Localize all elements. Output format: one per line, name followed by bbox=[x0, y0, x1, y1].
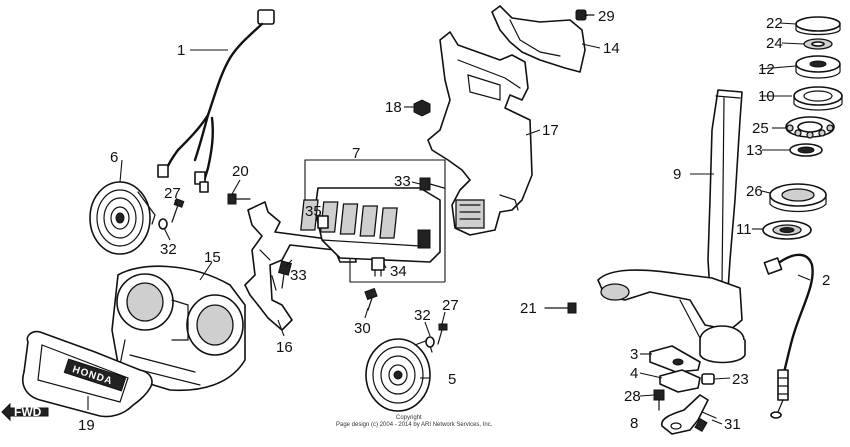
bolt-28[interactable] bbox=[653, 389, 665, 411]
forward-arrow-icon: FWD bbox=[1, 402, 49, 422]
copyright-line2: Page design (c) 2004 - 2014 by ARI Netwo… bbox=[336, 422, 493, 428]
horn-left-part[interactable] bbox=[89, 181, 156, 255]
headlight-case-part[interactable] bbox=[111, 265, 246, 392]
copyright-line1: Copyright bbox=[396, 415, 422, 421]
callout-10[interactable]: 10 bbox=[758, 88, 775, 105]
collar-23-part[interactable] bbox=[701, 373, 715, 385]
callout-18[interactable]: 18 bbox=[385, 99, 402, 116]
cover-14-part[interactable] bbox=[491, 5, 586, 73]
callout-28[interactable]: 28 bbox=[624, 388, 641, 405]
seal-11-part[interactable] bbox=[762, 220, 812, 240]
callout-19[interactable]: 19 bbox=[78, 417, 95, 434]
callout-24[interactable]: 24 bbox=[766, 35, 783, 52]
screw-29[interactable] bbox=[575, 9, 595, 21]
emblem-cover-part[interactable]: HONDA bbox=[22, 330, 153, 418]
callout-3[interactable]: 3 bbox=[630, 346, 638, 363]
callout-17[interactable]: 17 bbox=[542, 122, 559, 139]
callout-15[interactable]: 15 bbox=[204, 249, 221, 266]
fuse-box-part[interactable] bbox=[300, 159, 446, 283]
clip-35[interactable] bbox=[317, 215, 329, 229]
callout-12[interactable]: 12 bbox=[758, 61, 775, 78]
callout-5[interactable]: 5 bbox=[448, 371, 456, 388]
ball-bearing-25-part[interactable] bbox=[785, 116, 835, 139]
callout-16[interactable]: 16 bbox=[276, 339, 293, 356]
nut-18[interactable] bbox=[413, 99, 431, 117]
callout-8[interactable]: 8 bbox=[630, 415, 638, 432]
clip-34[interactable] bbox=[371, 257, 385, 277]
callout-7[interactable]: 7 bbox=[352, 145, 360, 162]
washer-32-right[interactable] bbox=[425, 336, 435, 348]
callout-25[interactable]: 25 bbox=[752, 120, 769, 137]
bolt-33-upper[interactable] bbox=[419, 177, 445, 191]
cable-2-part[interactable] bbox=[763, 253, 814, 419]
washer-32-left[interactable] bbox=[158, 218, 168, 230]
cap-22-part[interactable] bbox=[795, 16, 841, 36]
callout-26[interactable]: 26 bbox=[746, 183, 763, 200]
callout-35[interactable]: 35 bbox=[305, 203, 322, 220]
callout-30[interactable]: 30 bbox=[354, 320, 371, 337]
callout-31[interactable]: 31 bbox=[724, 416, 741, 433]
callout-6[interactable]: 6 bbox=[110, 149, 118, 166]
steering-stem-part[interactable] bbox=[597, 89, 746, 364]
callout-27-left[interactable]: 27 bbox=[164, 185, 181, 202]
callout-1[interactable]: 1 bbox=[177, 42, 185, 59]
gasket-4-part[interactable] bbox=[659, 369, 701, 393]
callout-20[interactable]: 20 bbox=[232, 163, 249, 180]
callout-27-right[interactable]: 27 bbox=[442, 297, 459, 314]
bolt-20[interactable] bbox=[227, 193, 251, 205]
race-13-part[interactable] bbox=[789, 143, 823, 157]
bolt-30[interactable] bbox=[364, 287, 378, 311]
callout-23[interactable]: 23 bbox=[732, 371, 749, 388]
callout-29[interactable]: 29 bbox=[598, 8, 615, 25]
callout-4[interactable]: 4 bbox=[630, 365, 638, 382]
nut-12-part[interactable] bbox=[795, 55, 841, 79]
washer-24-part[interactable] bbox=[803, 38, 833, 50]
bolt-27-right[interactable] bbox=[437, 323, 448, 345]
bracket-17-part[interactable] bbox=[427, 31, 533, 236]
callout-22[interactable]: 22 bbox=[766, 15, 783, 32]
bracket-8-part[interactable] bbox=[661, 394, 709, 435]
bracket-16-part[interactable] bbox=[244, 201, 357, 331]
horn-right-part[interactable] bbox=[365, 338, 433, 412]
callout-32-right[interactable]: 32 bbox=[414, 307, 431, 324]
callout-13[interactable]: 13 bbox=[746, 142, 763, 159]
callout-14[interactable]: 14 bbox=[603, 40, 620, 57]
callout-2[interactable]: 2 bbox=[822, 272, 830, 289]
callout-33-upper[interactable]: 33 bbox=[394, 173, 411, 190]
leader-lines bbox=[87, 14, 811, 425]
plate-3-part[interactable] bbox=[649, 345, 701, 373]
callout-34[interactable]: 34 bbox=[390, 263, 407, 280]
callout-33-lower[interactable]: 33 bbox=[290, 267, 307, 284]
wire-harness-part[interactable] bbox=[157, 9, 275, 193]
bolt-27-left[interactable] bbox=[171, 198, 185, 223]
callout-11[interactable]: 11 bbox=[736, 221, 752, 238]
callout-21[interactable]: 21 bbox=[520, 300, 537, 317]
bolt-21[interactable] bbox=[544, 302, 577, 314]
bearing-26-part[interactable] bbox=[769, 183, 827, 213]
bearing-race-10-part[interactable] bbox=[793, 86, 843, 111]
bolt-31[interactable] bbox=[694, 411, 717, 433]
callout-9[interactable]: 9 bbox=[673, 166, 681, 183]
callout-32-left[interactable]: 32 bbox=[160, 241, 177, 258]
callout-labels: 1 2 3 4 5 6 7 8 9 10 11 12 13 14 15 16 1… bbox=[78, 8, 830, 434]
forward-label: FWD bbox=[14, 405, 42, 419]
